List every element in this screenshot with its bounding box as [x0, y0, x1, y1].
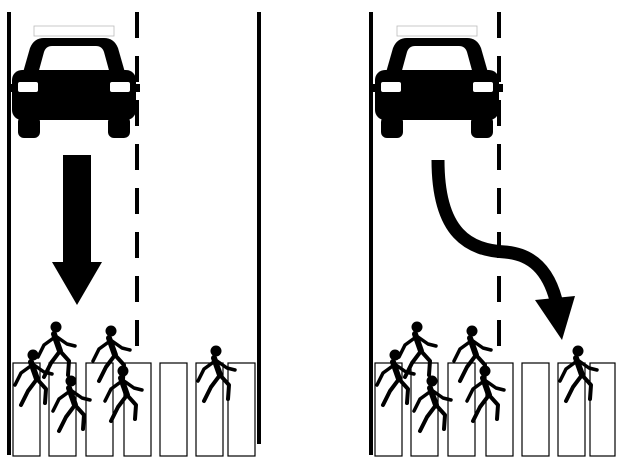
arrow-down-icon — [52, 155, 102, 305]
scenario-left — [8, 12, 259, 456]
car-icon — [371, 26, 503, 138]
arrow-swerve-icon — [438, 160, 575, 340]
car-icon — [8, 26, 140, 138]
scenario-right — [371, 12, 615, 456]
